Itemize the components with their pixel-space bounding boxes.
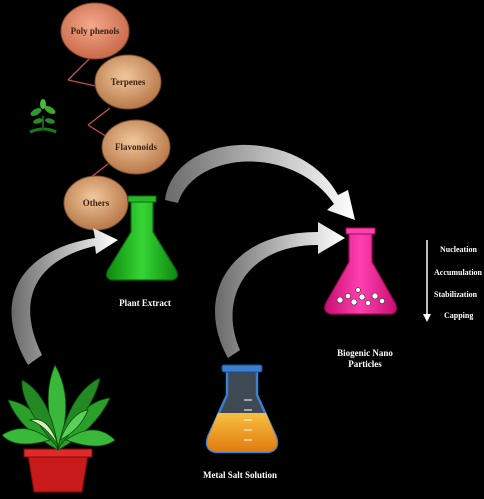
nanoparticle-dots [336,287,385,306]
biogenic-label-line2: Particles [348,359,382,370]
step-nucleation: Nucleation [440,245,477,254]
arrow-salt-to-nanoparticles [215,222,345,358]
biogenic-nanoparticles-label: Biogenic Nano Particles [310,348,420,371]
compound-label-terpenes: Terpenes [110,77,146,87]
nanoparticle-flask [324,227,397,315]
compound-label-others: Others [82,198,110,208]
step-stabilization: Stabilization [434,290,478,299]
step-accumulation: Accumulation [434,268,482,277]
biogenic-label-line1: Biogenic Nano [337,348,393,358]
metal-salt-flask [205,364,279,454]
compound-label-flavonoids: Flavonoids [114,142,157,152]
process-steps-arrow [423,240,431,322]
compound-bubble-poly-phenols [60,2,130,60]
sprout-icon [29,99,57,134]
compound-label-poly-phenols: Poly phenols [70,26,120,36]
metal-salt-solution-label: Metal Salt Solution [202,470,277,480]
plant-extract-flask [106,195,178,281]
potted-plant-icon [1,364,116,493]
compound-bubble-flavonoids [101,119,171,175]
plant-extract-label: Plant Extract [119,298,171,308]
compound-bubble-terpenes [94,54,162,110]
step-capping: Capping [444,311,474,320]
arrow-plant-to-extract [11,228,118,365]
arrow-extract-to-nanoparticles [165,144,355,220]
